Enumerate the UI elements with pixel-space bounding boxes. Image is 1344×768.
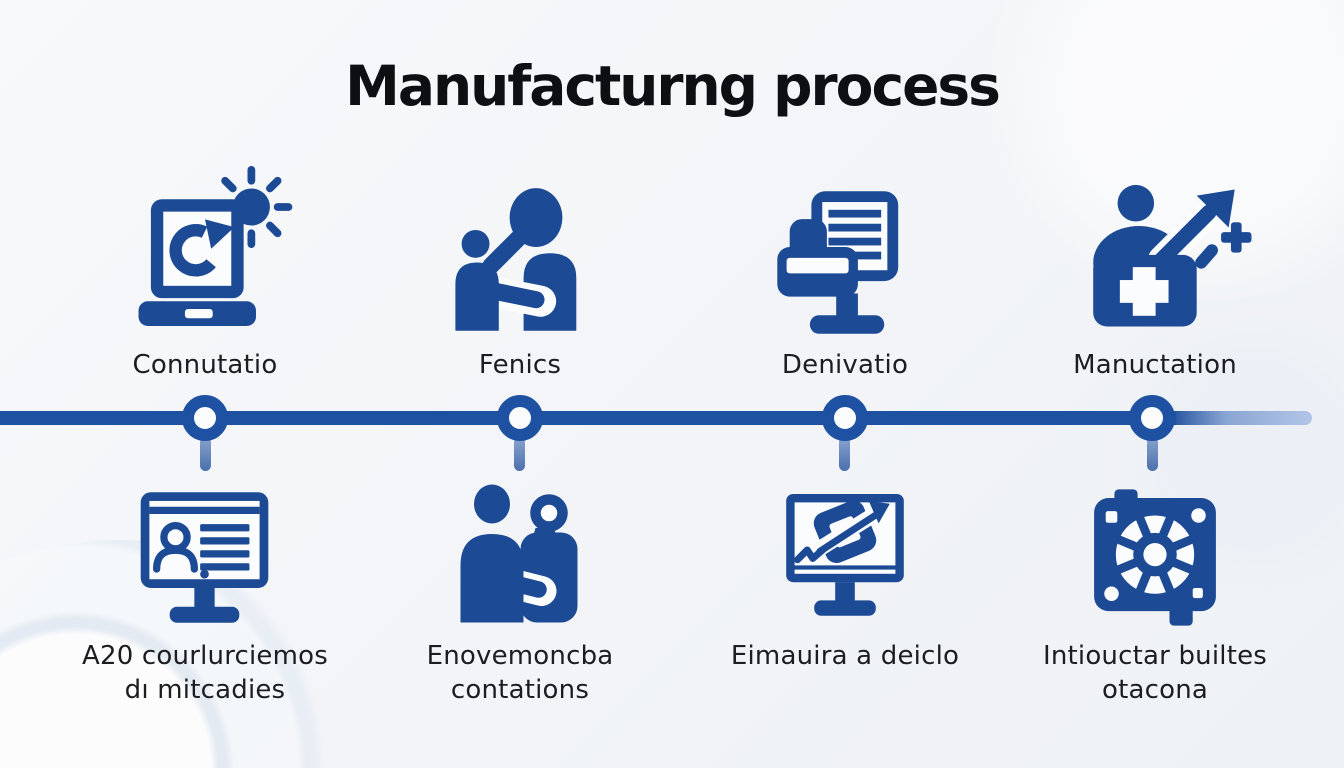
laptop-sync-sun-icon bbox=[120, 166, 293, 338]
timeline-node-tail bbox=[1147, 437, 1158, 471]
timeline-node-1 bbox=[182, 395, 228, 441]
monitor-diamond-arrow-icon bbox=[770, 487, 920, 627]
monitor-profile-card-icon bbox=[127, 485, 282, 630]
stage-label-top-1: Connutatio bbox=[132, 350, 278, 380]
stage-label-top-3: Denivatio bbox=[781, 350, 909, 380]
person-medkit-growth-arrow-icon bbox=[1078, 182, 1253, 337]
stage-label-bottom-3: Eimauira a deiclo bbox=[730, 641, 960, 671]
timeline-node-tail bbox=[514, 437, 525, 471]
timeline-node-2 bbox=[497, 395, 543, 441]
page-title: Manufacturng process bbox=[345, 54, 1001, 118]
monitor-stacked-documents-icon bbox=[768, 185, 923, 340]
timeline-node-4 bbox=[1129, 395, 1175, 441]
timeline-fade-end bbox=[1174, 411, 1312, 425]
people-handshake-magnifier-icon bbox=[438, 185, 603, 340]
stage-label-top-4: Manuctation bbox=[1073, 350, 1237, 380]
stage-label-bottom-4: Intiouctar builtes otacona bbox=[1042, 641, 1268, 705]
stage-label-bottom-1: A20 courlurciemos dı mitcadies bbox=[81, 641, 329, 705]
timeline-node-3 bbox=[822, 395, 868, 441]
people-support-icon bbox=[443, 483, 598, 633]
timeline-node-tail bbox=[200, 437, 211, 471]
stage-label-bottom-2: Enovemoncba contations bbox=[426, 641, 614, 705]
timeline-node-tail bbox=[839, 437, 850, 471]
fan-unit-icon bbox=[1080, 485, 1230, 630]
stage-label-top-2: Fenics bbox=[478, 350, 562, 380]
timeline-line bbox=[0, 411, 1176, 425]
